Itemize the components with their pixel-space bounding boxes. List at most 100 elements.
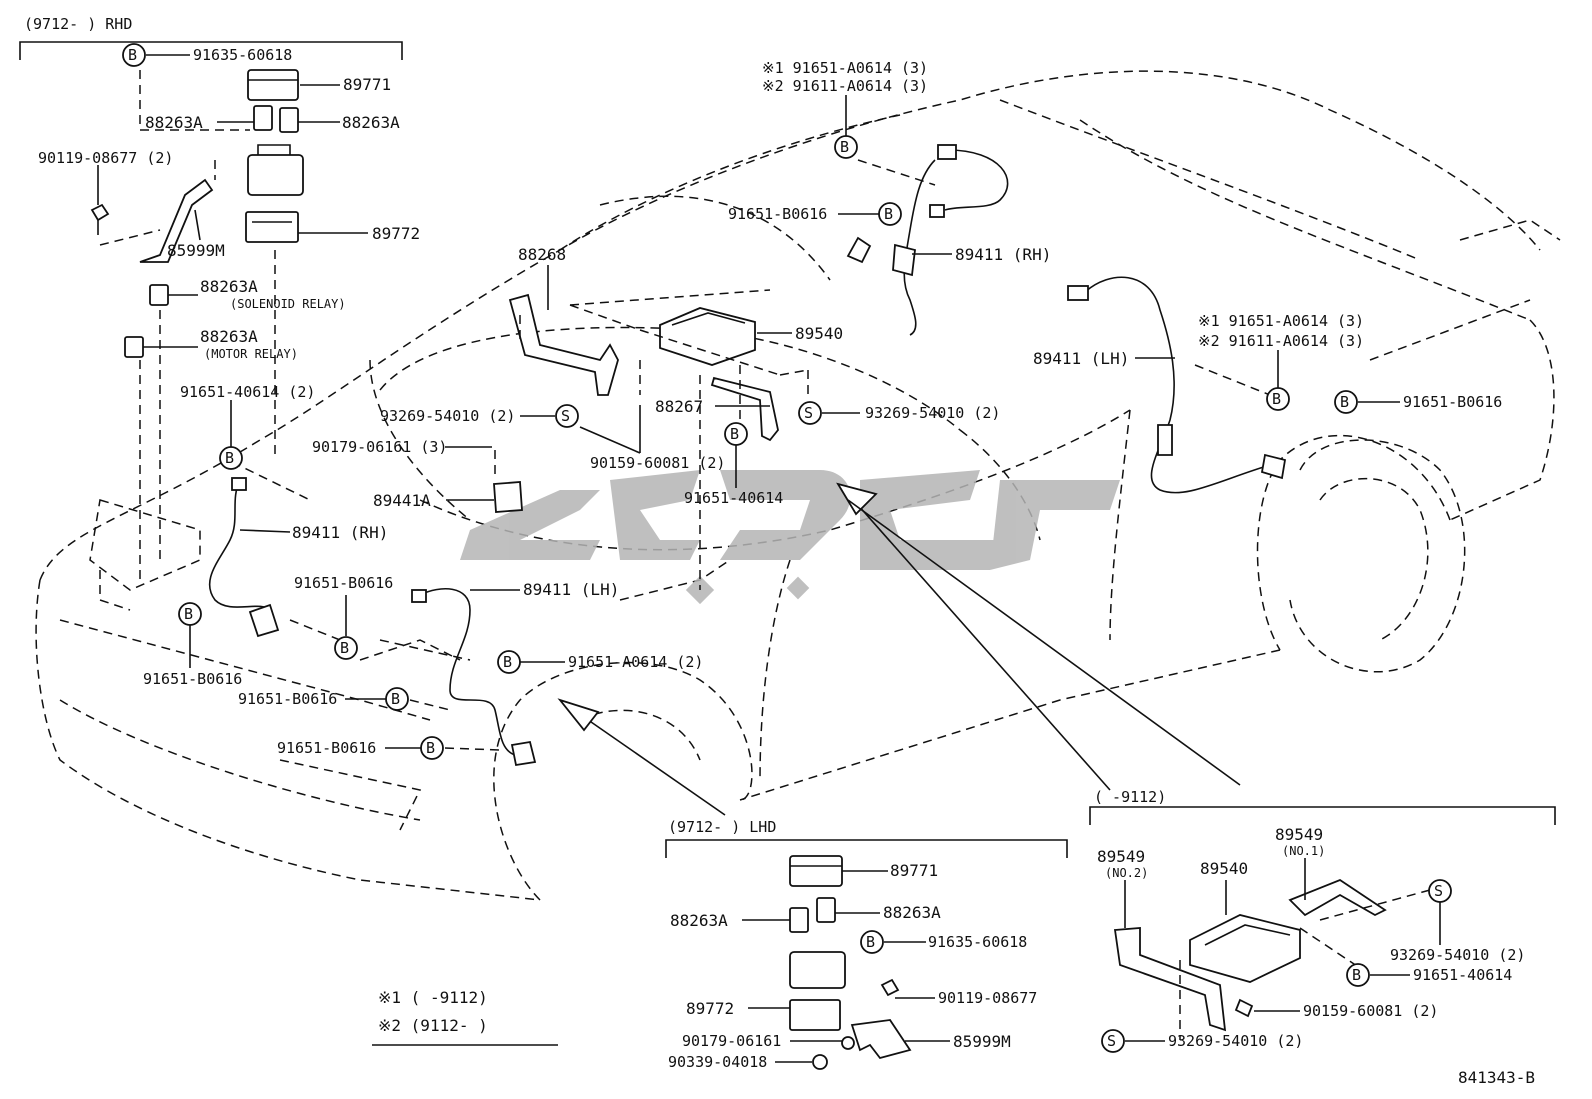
label-88263a: 88263A [145, 113, 203, 132]
label-89549-no2: 89549 [1097, 847, 1145, 866]
early-frame [1089, 806, 1556, 825]
label-89549-no1: 89549 [1275, 825, 1323, 844]
screw-marker: S [1428, 879, 1452, 903]
label-91651-b0616: 91651-B0616 [1403, 393, 1502, 411]
bolt-marker: B [334, 636, 358, 660]
lhd-relay-parts [789, 855, 912, 1070]
part-labels: (9712- ) RHD 91635-60618 89771 88263A 88… [24, 15, 1535, 1087]
label-89411-lh-rear: 89411 (LH) [1033, 349, 1129, 368]
svg-text:B: B [225, 449, 234, 467]
early-ecu-parts [1113, 878, 1431, 1040]
label-89441a: 89441A [373, 491, 431, 510]
label-note2-rear-rh: ※2 91611-A0614 (3) [762, 77, 928, 95]
svg-text:B: B [1340, 393, 1349, 411]
svg-text:B: B [503, 653, 512, 671]
label-no2: (NO.2) [1105, 866, 1148, 880]
label-89411-rh-rear: 89411 (RH) [955, 245, 1051, 264]
label-88263a-solenoid: 88263A [200, 277, 258, 296]
center-ecu-area [493, 289, 809, 590]
pointer-arrows [557, 482, 1241, 816]
label-90179-06161: 90179-06161 (3) [312, 438, 447, 456]
svg-text:B: B [340, 639, 349, 657]
label-90159-60081: 90159-60081 (2) [590, 454, 725, 472]
bolt-marker: B [1266, 387, 1290, 411]
bolt-marker: B [834, 135, 858, 159]
label-no1: (NO.1) [1282, 844, 1325, 858]
bolt-marker: B [219, 446, 243, 470]
label-note1-rear-rh: ※1 91651-A0614 (3) [762, 59, 928, 77]
label-89540: 89540 [795, 324, 843, 343]
label-91651-b0616: 91651-B0616 [143, 670, 242, 688]
screw-marker: S [555, 404, 579, 428]
label-solenoid-relay: (SOLENOID RELAY) [230, 297, 346, 311]
bolt-marker: B [724, 422, 748, 446]
rhd-relay-parts [90, 69, 304, 580]
label-91651-b0616: 91651-B0616 [277, 739, 376, 757]
bolt-marker: B [860, 930, 884, 954]
svg-text:B: B [128, 46, 137, 64]
bolt-marker: B [385, 687, 409, 711]
bolt-marker: B [497, 650, 521, 674]
label-88263a: 88263A [342, 113, 400, 132]
label-88268: 88268 [518, 245, 566, 264]
svg-text:B: B [866, 933, 875, 951]
label-93269-54010: 93269-54010 (2) [865, 404, 1000, 422]
svg-text:S: S [561, 407, 570, 425]
label-85999m: 85999M [953, 1032, 1011, 1051]
label-89540: 89540 [1200, 859, 1248, 878]
label-91651-40614: 91651-40614 [684, 489, 783, 507]
svg-text:B: B [840, 138, 849, 156]
diagram-code: 841343-B [1458, 1068, 1535, 1087]
label-88263a-motor: 88263A [200, 327, 258, 346]
screw-marker: S [1101, 1029, 1125, 1053]
bolt-marker: B [878, 202, 902, 226]
bolt-marker: B [178, 602, 202, 626]
svg-text:B: B [1352, 966, 1361, 984]
note-2: ※2 (9112- ) [378, 1016, 488, 1035]
label-93269-54010: 93269-54010 (2) [1390, 946, 1525, 964]
label-90159-60081: 90159-60081 (2) [1303, 1002, 1438, 1020]
bolt-marker: B [420, 736, 444, 760]
label-89771: 89771 [890, 861, 938, 880]
car-body-outline [35, 70, 1561, 901]
label-90179-06161: 90179-06161 [682, 1032, 781, 1050]
label-91651-b0616: 91651-B0616 [238, 690, 337, 708]
bolt-marker: B [1334, 390, 1358, 414]
svg-text:B: B [184, 605, 193, 623]
lhd-frame [665, 839, 1068, 858]
front-lh-sensor [379, 588, 537, 767]
lhd-header: (9712- ) LHD [668, 818, 776, 836]
label-90339-04018: 90339-04018 [668, 1053, 767, 1071]
label-93269-54010: 93269-54010 (2) [380, 407, 515, 425]
label-88263a: 88263A [883, 903, 941, 922]
front-rh-sensor [208, 461, 341, 641]
label-91635-60618: 91635-60618 [928, 933, 1027, 951]
svg-text:B: B [1272, 390, 1281, 408]
label-93269-54010: 93269-54010 (2) [1168, 1032, 1303, 1050]
rhd-frame [19, 41, 403, 60]
note-1: ※1 ( -9112) [378, 988, 488, 1007]
svg-text:S: S [1434, 882, 1443, 900]
label-91635-60618: 91635-60618 [193, 46, 292, 64]
svg-text:B: B [730, 425, 739, 443]
rear-rh-sensor [846, 144, 1009, 336]
rear-lh-sensor [1067, 276, 1287, 494]
fastener-markers: B B B B B B B S B S B B B B B S B S [122, 43, 1452, 1053]
label-88267: 88267 [655, 397, 703, 416]
label-91651-b0616: 91651-B0616 [294, 574, 393, 592]
label-89411-lh: 89411 (LH) [523, 580, 619, 599]
screw-marker: S [798, 401, 822, 425]
svg-text:S: S [804, 404, 813, 422]
label-89411-rh: 89411 (RH) [292, 523, 388, 542]
label-91651-40614: 91651-40614 [1413, 966, 1512, 984]
label-90119-08677: 90119-08677 (2) [38, 149, 173, 167]
label-85999m: 85999M [167, 241, 225, 260]
label-89772: 89772 [372, 224, 420, 243]
early-header: ( -9112) [1094, 788, 1166, 806]
svg-text:S: S [1107, 1032, 1116, 1050]
label-89771: 89771 [343, 75, 391, 94]
bolt-marker: B [122, 43, 146, 67]
label-note1-rear-lh: ※1 91651-A0614 (3) [1198, 312, 1364, 330]
label-90119-08677: 90119-08677 [938, 989, 1037, 1007]
